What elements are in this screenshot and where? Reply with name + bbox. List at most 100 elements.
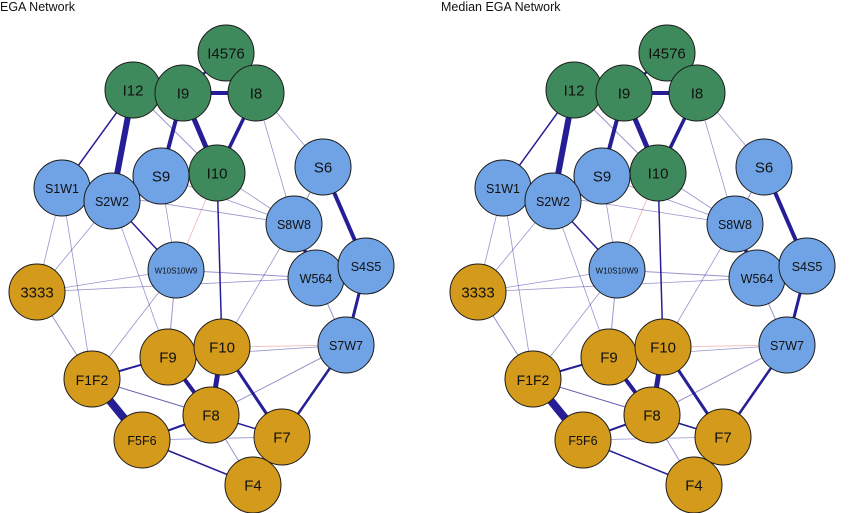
node-f10: F10 — [193, 318, 251, 376]
node-label: S9 — [152, 169, 170, 186]
node-label: W564 — [300, 272, 333, 286]
node-circle — [197, 24, 255, 82]
node-s6: S6 — [735, 138, 793, 196]
node-w10s10w9: W10S10W9 — [147, 241, 205, 299]
edge-s1w1-f1f2 — [502, 187, 534, 380]
node-s4s5: S4S5 — [778, 237, 836, 295]
node-f7: F7 — [253, 408, 311, 466]
node-s8w8: S8W8 — [265, 195, 323, 253]
node-label: F4 — [685, 478, 703, 495]
node-i4576: I4576 — [638, 24, 696, 82]
node-circle — [253, 408, 311, 466]
node-s7w7: S7W7 — [317, 316, 375, 374]
node-i12: I12 — [545, 61, 603, 119]
node-circle — [224, 456, 282, 513]
node-circle — [132, 147, 190, 205]
node-f8: F8 — [623, 386, 681, 444]
node-circle — [227, 64, 285, 122]
node-circle — [735, 138, 793, 196]
node-label: S7W7 — [770, 339, 804, 353]
node-label: S6 — [314, 160, 332, 177]
node-s7w7: S7W7 — [758, 316, 816, 374]
node-i8: I8 — [668, 64, 726, 122]
node-i10: I10 — [188, 144, 246, 202]
node-label: S2W2 — [95, 195, 129, 209]
node-3333: 3333 — [449, 263, 507, 321]
node-f5f6: F5F6 — [554, 411, 612, 469]
node-circle — [63, 350, 121, 408]
node-circle — [83, 172, 141, 230]
node-f5f6: F5F6 — [113, 411, 171, 469]
node-circle — [265, 195, 323, 253]
node-s2w2: S2W2 — [83, 172, 141, 230]
node-f1f2: F1F2 — [504, 350, 562, 408]
node-circle — [8, 263, 66, 321]
node-f9: F9 — [580, 328, 638, 386]
node-label: S6 — [755, 160, 773, 177]
node-circle — [317, 316, 375, 374]
node-label: F9 — [600, 350, 618, 367]
node-circle — [588, 241, 646, 299]
node-s8w8: S8W8 — [706, 195, 764, 253]
node-label: S8W8 — [718, 218, 752, 232]
node-label: S7W7 — [329, 339, 363, 353]
node-label: I10 — [207, 166, 228, 183]
node-s6: S6 — [294, 138, 352, 196]
node-label: 3333 — [461, 285, 494, 302]
node-label: S1W1 — [45, 182, 79, 196]
node-circle — [694, 408, 752, 466]
node-i10: I10 — [629, 144, 687, 202]
edge-i10-f10 — [216, 172, 223, 348]
node-s9: S9 — [132, 147, 190, 205]
node-label: S4S5 — [351, 260, 382, 274]
node-circle — [778, 237, 836, 295]
node-i8: I8 — [227, 64, 285, 122]
node-label: I8 — [250, 86, 263, 103]
node-label: W564 — [741, 272, 774, 286]
node-s9: S9 — [573, 147, 631, 205]
node-label: W10S10W9 — [155, 267, 198, 276]
node-label: S1W1 — [486, 182, 520, 196]
node-3333: 3333 — [8, 263, 66, 321]
node-circle — [504, 350, 562, 408]
node-circle — [524, 172, 582, 230]
node-w564: W564 — [287, 249, 345, 307]
node-label: 3333 — [20, 285, 53, 302]
node-circle — [638, 24, 696, 82]
node-label: I8 — [691, 86, 704, 103]
node-f10: F10 — [634, 318, 692, 376]
node-w564: W564 — [728, 249, 786, 307]
node-label: S2W2 — [536, 195, 570, 209]
node-s1w1: S1W1 — [33, 159, 91, 217]
node-f8: F8 — [182, 386, 240, 444]
node-circle — [449, 263, 507, 321]
node-label: S8W8 — [277, 218, 311, 232]
node-label: F4 — [244, 478, 262, 495]
node-label: I12 — [564, 83, 585, 100]
node-label: I4576 — [207, 46, 245, 63]
node-circle — [147, 241, 205, 299]
node-label: S9 — [593, 169, 611, 186]
node-circle — [665, 456, 723, 513]
node-label: F7 — [714, 430, 732, 447]
node-circle — [706, 195, 764, 253]
node-label: F1F2 — [76, 372, 109, 388]
node-circle — [154, 64, 212, 122]
node-label: I9 — [618, 86, 631, 103]
node-i4576: I4576 — [197, 24, 255, 82]
node-f4: F4 — [224, 456, 282, 513]
node-circle — [573, 147, 631, 205]
node-label: W10S10W9 — [596, 267, 639, 276]
node-f1f2: F1F2 — [63, 350, 121, 408]
node-i9: I9 — [154, 64, 212, 122]
edge-s1w1-f1f2 — [61, 187, 93, 380]
node-circle — [554, 411, 612, 469]
node-circle — [595, 64, 653, 122]
panel-title-left: EGA Network — [0, 0, 76, 14]
node-label: F10 — [650, 340, 676, 357]
node-label: F5F6 — [127, 434, 156, 448]
edge-i10-f10 — [657, 172, 664, 348]
